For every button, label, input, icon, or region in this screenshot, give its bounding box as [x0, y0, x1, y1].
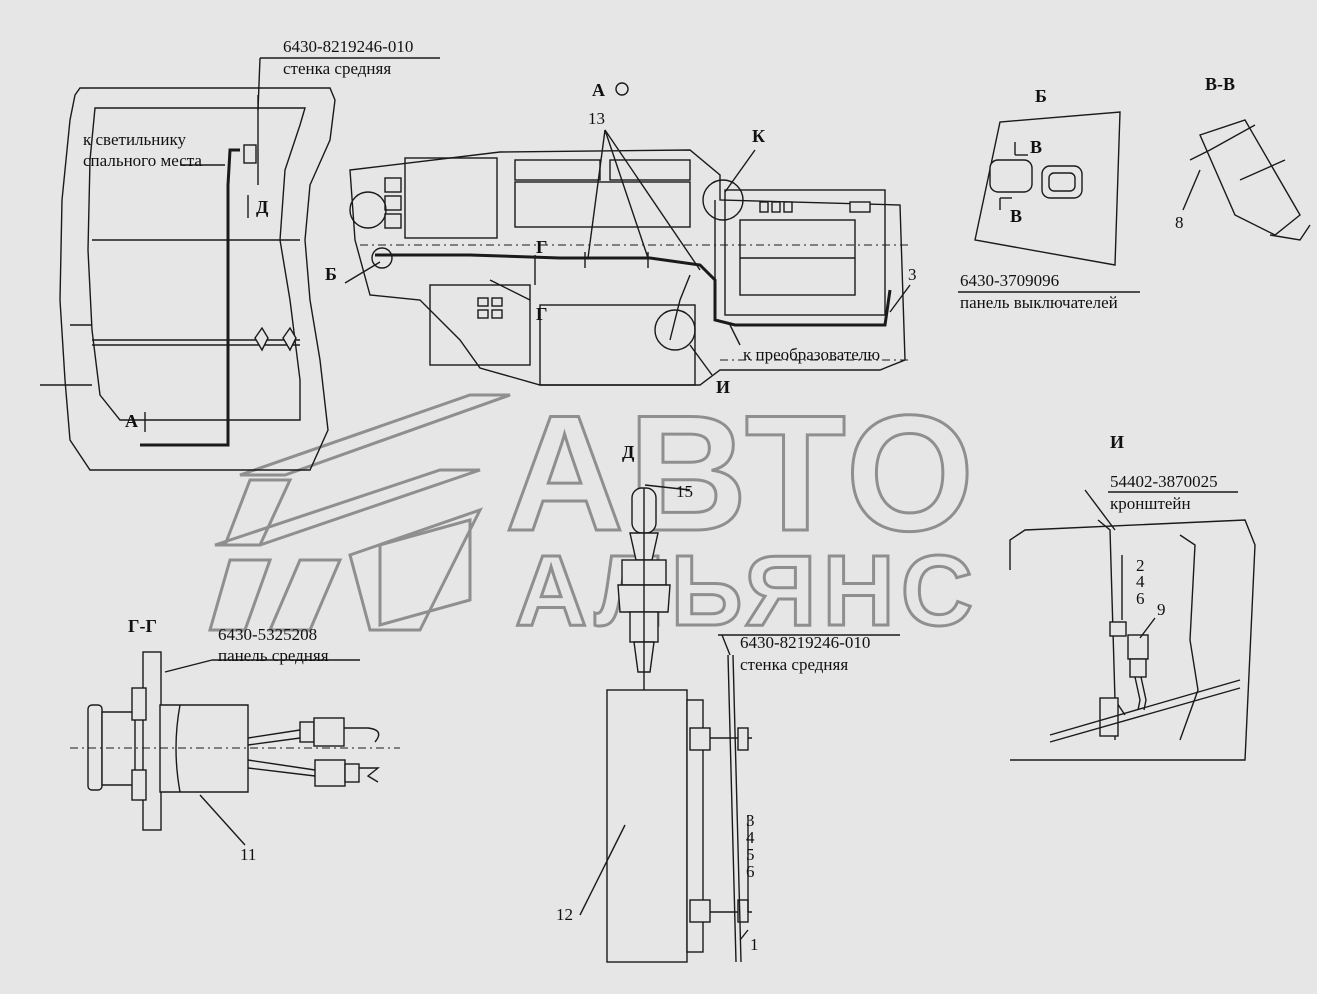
number-2: 2 — [1136, 556, 1145, 575]
wall-mid-bottom-code: 6430-8219246-010 — [740, 633, 870, 652]
number-11: 11 — [240, 845, 256, 864]
sleeper-light-label-1: к светильнику — [83, 130, 187, 149]
marker-g-1: Г — [536, 237, 547, 257]
panel-mid-code: 6430-5325208 — [218, 625, 317, 644]
wall-mid-top-name: стенка средняя — [283, 59, 391, 78]
marker-g-2: Г — [536, 304, 547, 324]
switch-panel-name: панель выключателей — [960, 293, 1118, 312]
number-12: 12 — [556, 905, 573, 924]
watermark-logo: АВТО АЛЬЯНС — [208, 380, 979, 649]
number-13: 13 — [588, 109, 605, 128]
bracket-name: кронштейн — [1110, 494, 1191, 513]
view-vv-title: В-В — [1205, 74, 1235, 94]
bracket-code: 54402-3870025 — [1110, 472, 1218, 491]
number-8: 8 — [1175, 213, 1184, 232]
marker-i: И — [716, 377, 730, 397]
stack-number-1: 3 — [746, 811, 755, 830]
number-1: 1 — [750, 935, 759, 954]
number-4: 4 — [1136, 572, 1145, 591]
section-v-2: В — [1010, 206, 1022, 226]
section-v-1: В — [1030, 137, 1042, 157]
view-a-title: А — [592, 80, 605, 100]
converter-unit — [579, 634, 900, 963]
number-9: 9 — [1157, 600, 1166, 619]
marker-b: Б — [325, 264, 337, 284]
panel-mid-name: панель средняя — [218, 646, 329, 665]
wall-mid-bottom-name: стенка средняя — [740, 655, 848, 674]
view-k-title: К — [752, 126, 765, 146]
number-3: 3 — [908, 265, 917, 284]
view-a-marker: А — [125, 411, 138, 431]
view-d-lamp — [617, 484, 691, 690]
watermark-line2: АЛЬЯНС — [515, 535, 979, 647]
watermark-line1: АВТО — [505, 381, 978, 565]
view-gg-title: Г-Г — [128, 616, 157, 636]
view-b-switch-panel — [974, 111, 1121, 266]
to-converter-label: к преобразователю — [743, 345, 880, 364]
stack-number-2: 4 — [746, 828, 755, 847]
view-a-dashboard — [344, 129, 911, 386]
section-gg-socket — [70, 651, 400, 846]
number-15: 15 — [676, 482, 693, 501]
view-b-title: Б — [1035, 86, 1047, 106]
view-d-marker: Д — [256, 197, 269, 217]
view-i-bracket — [1009, 489, 1256, 761]
sleeper-light-label-2: спального места — [83, 151, 202, 170]
view-vv-switch-section — [1182, 119, 1311, 241]
stack-number-3: 5 — [746, 845, 755, 864]
stack-number-4: 6 — [746, 862, 755, 881]
number-6: 6 — [1136, 589, 1145, 608]
wall-mid-top-code: 6430-8219246-010 — [283, 37, 413, 56]
view-d-title: Д — [622, 442, 635, 462]
cab-side-view — [40, 87, 336, 471]
switch-panel-code: 6430-3709096 — [960, 271, 1059, 290]
view-i-title: И — [1110, 432, 1124, 452]
